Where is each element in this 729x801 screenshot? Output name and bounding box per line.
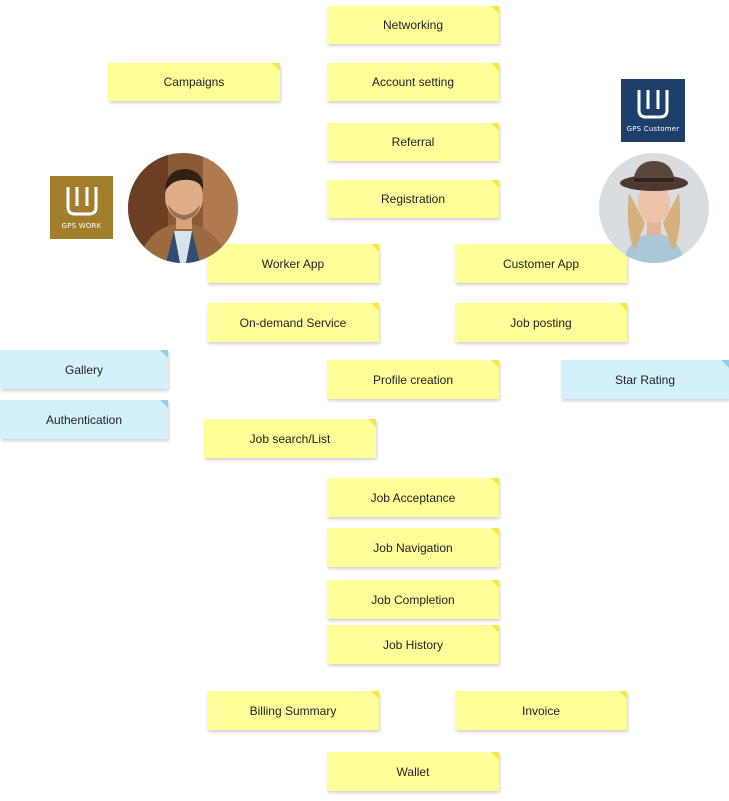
sticky-note-job-navigation[interactable]: Job Navigation <box>327 528 499 567</box>
gps-customer-logo: GPS Customer <box>621 79 685 142</box>
gps-w-logo-icon <box>637 89 669 118</box>
gps-work-logo: GPS WORK <box>50 176 113 239</box>
sticky-note-gallery[interactable]: Gallery <box>0 350 168 389</box>
sticky-note-registration[interactable]: Registration <box>327 180 499 218</box>
sticky-note-customer-app[interactable]: Customer App <box>455 244 627 283</box>
sticky-note-invoice[interactable]: Invoice <box>455 691 627 730</box>
sticky-note-job-posting[interactable]: Job posting <box>455 303 627 342</box>
sticky-note-star-rating[interactable]: Star Rating <box>561 360 729 399</box>
woman-avatar-icon <box>599 153 709 263</box>
sticky-note-worker-app[interactable]: Worker App <box>207 244 379 283</box>
gps-work-label: GPS WORK <box>61 221 102 230</box>
sticky-note-job-acceptance[interactable]: Job Acceptance <box>327 478 499 517</box>
sticky-note-authentication[interactable]: Authentication <box>0 400 168 439</box>
sticky-note-referral[interactable]: Referral <box>327 123 499 161</box>
sticky-note-on-demand-service[interactable]: On-demand Service <box>207 303 379 342</box>
sticky-note-wallet[interactable]: Wallet <box>327 752 499 791</box>
sticky-note-billing-summary[interactable]: Billing Summary <box>207 691 379 730</box>
customer-avatar <box>599 153 709 263</box>
worker-avatar <box>128 153 238 263</box>
sticky-note-campaigns[interactable]: Campaigns <box>108 63 280 101</box>
man-avatar-icon <box>128 153 238 263</box>
gps-w-logo-icon <box>66 186 97 215</box>
sticky-note-profile-creation[interactable]: Profile creation <box>327 360 499 399</box>
sticky-note-job-history[interactable]: Job History <box>327 625 499 664</box>
sticky-note-networking[interactable]: Networking <box>327 6 499 44</box>
sticky-note-job-completion[interactable]: Job Completion <box>327 580 499 619</box>
gps-customer-label: GPS Customer <box>626 124 680 133</box>
sticky-note-account-setting[interactable]: Account setting <box>327 63 499 101</box>
sticky-note-job-search-list[interactable]: Job search/List <box>204 419 376 458</box>
